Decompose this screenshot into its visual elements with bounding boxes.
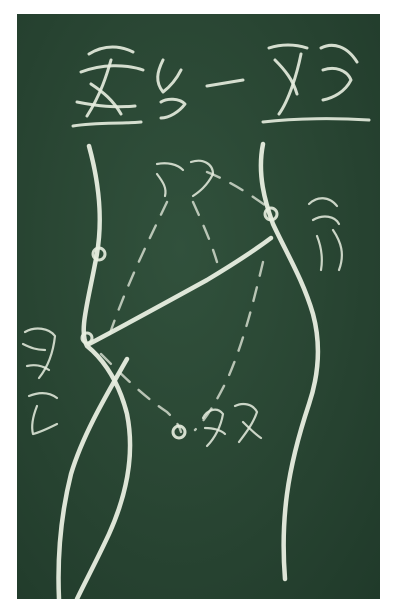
- left-point: [80, 331, 94, 345]
- left-label-strokes: [21, 327, 59, 436]
- title-right-strokes: [261, 43, 371, 124]
- left-white-border: [0, 0, 17, 599]
- bottom-point: [171, 424, 187, 440]
- right-point: [263, 206, 279, 222]
- title-second-char-strokes: [156, 58, 187, 120]
- dashed-connections: [99, 170, 271, 434]
- chalkboard: [17, 14, 380, 599]
- title-dash-strokes: [205, 78, 245, 88]
- title-left-strokes: [71, 45, 145, 128]
- body-outline-curves: [56, 141, 321, 599]
- upper-left-point: [91, 246, 107, 262]
- top-white-border: [0, 0, 397, 14]
- top-label-strokes: [155, 159, 215, 198]
- acupoint-markers: [80, 206, 279, 440]
- right-white-border: [380, 0, 397, 599]
- right-label-strokes: [307, 197, 343, 272]
- chalk-drawing: [21, 43, 371, 599]
- meridian-line: [86, 235, 274, 347]
